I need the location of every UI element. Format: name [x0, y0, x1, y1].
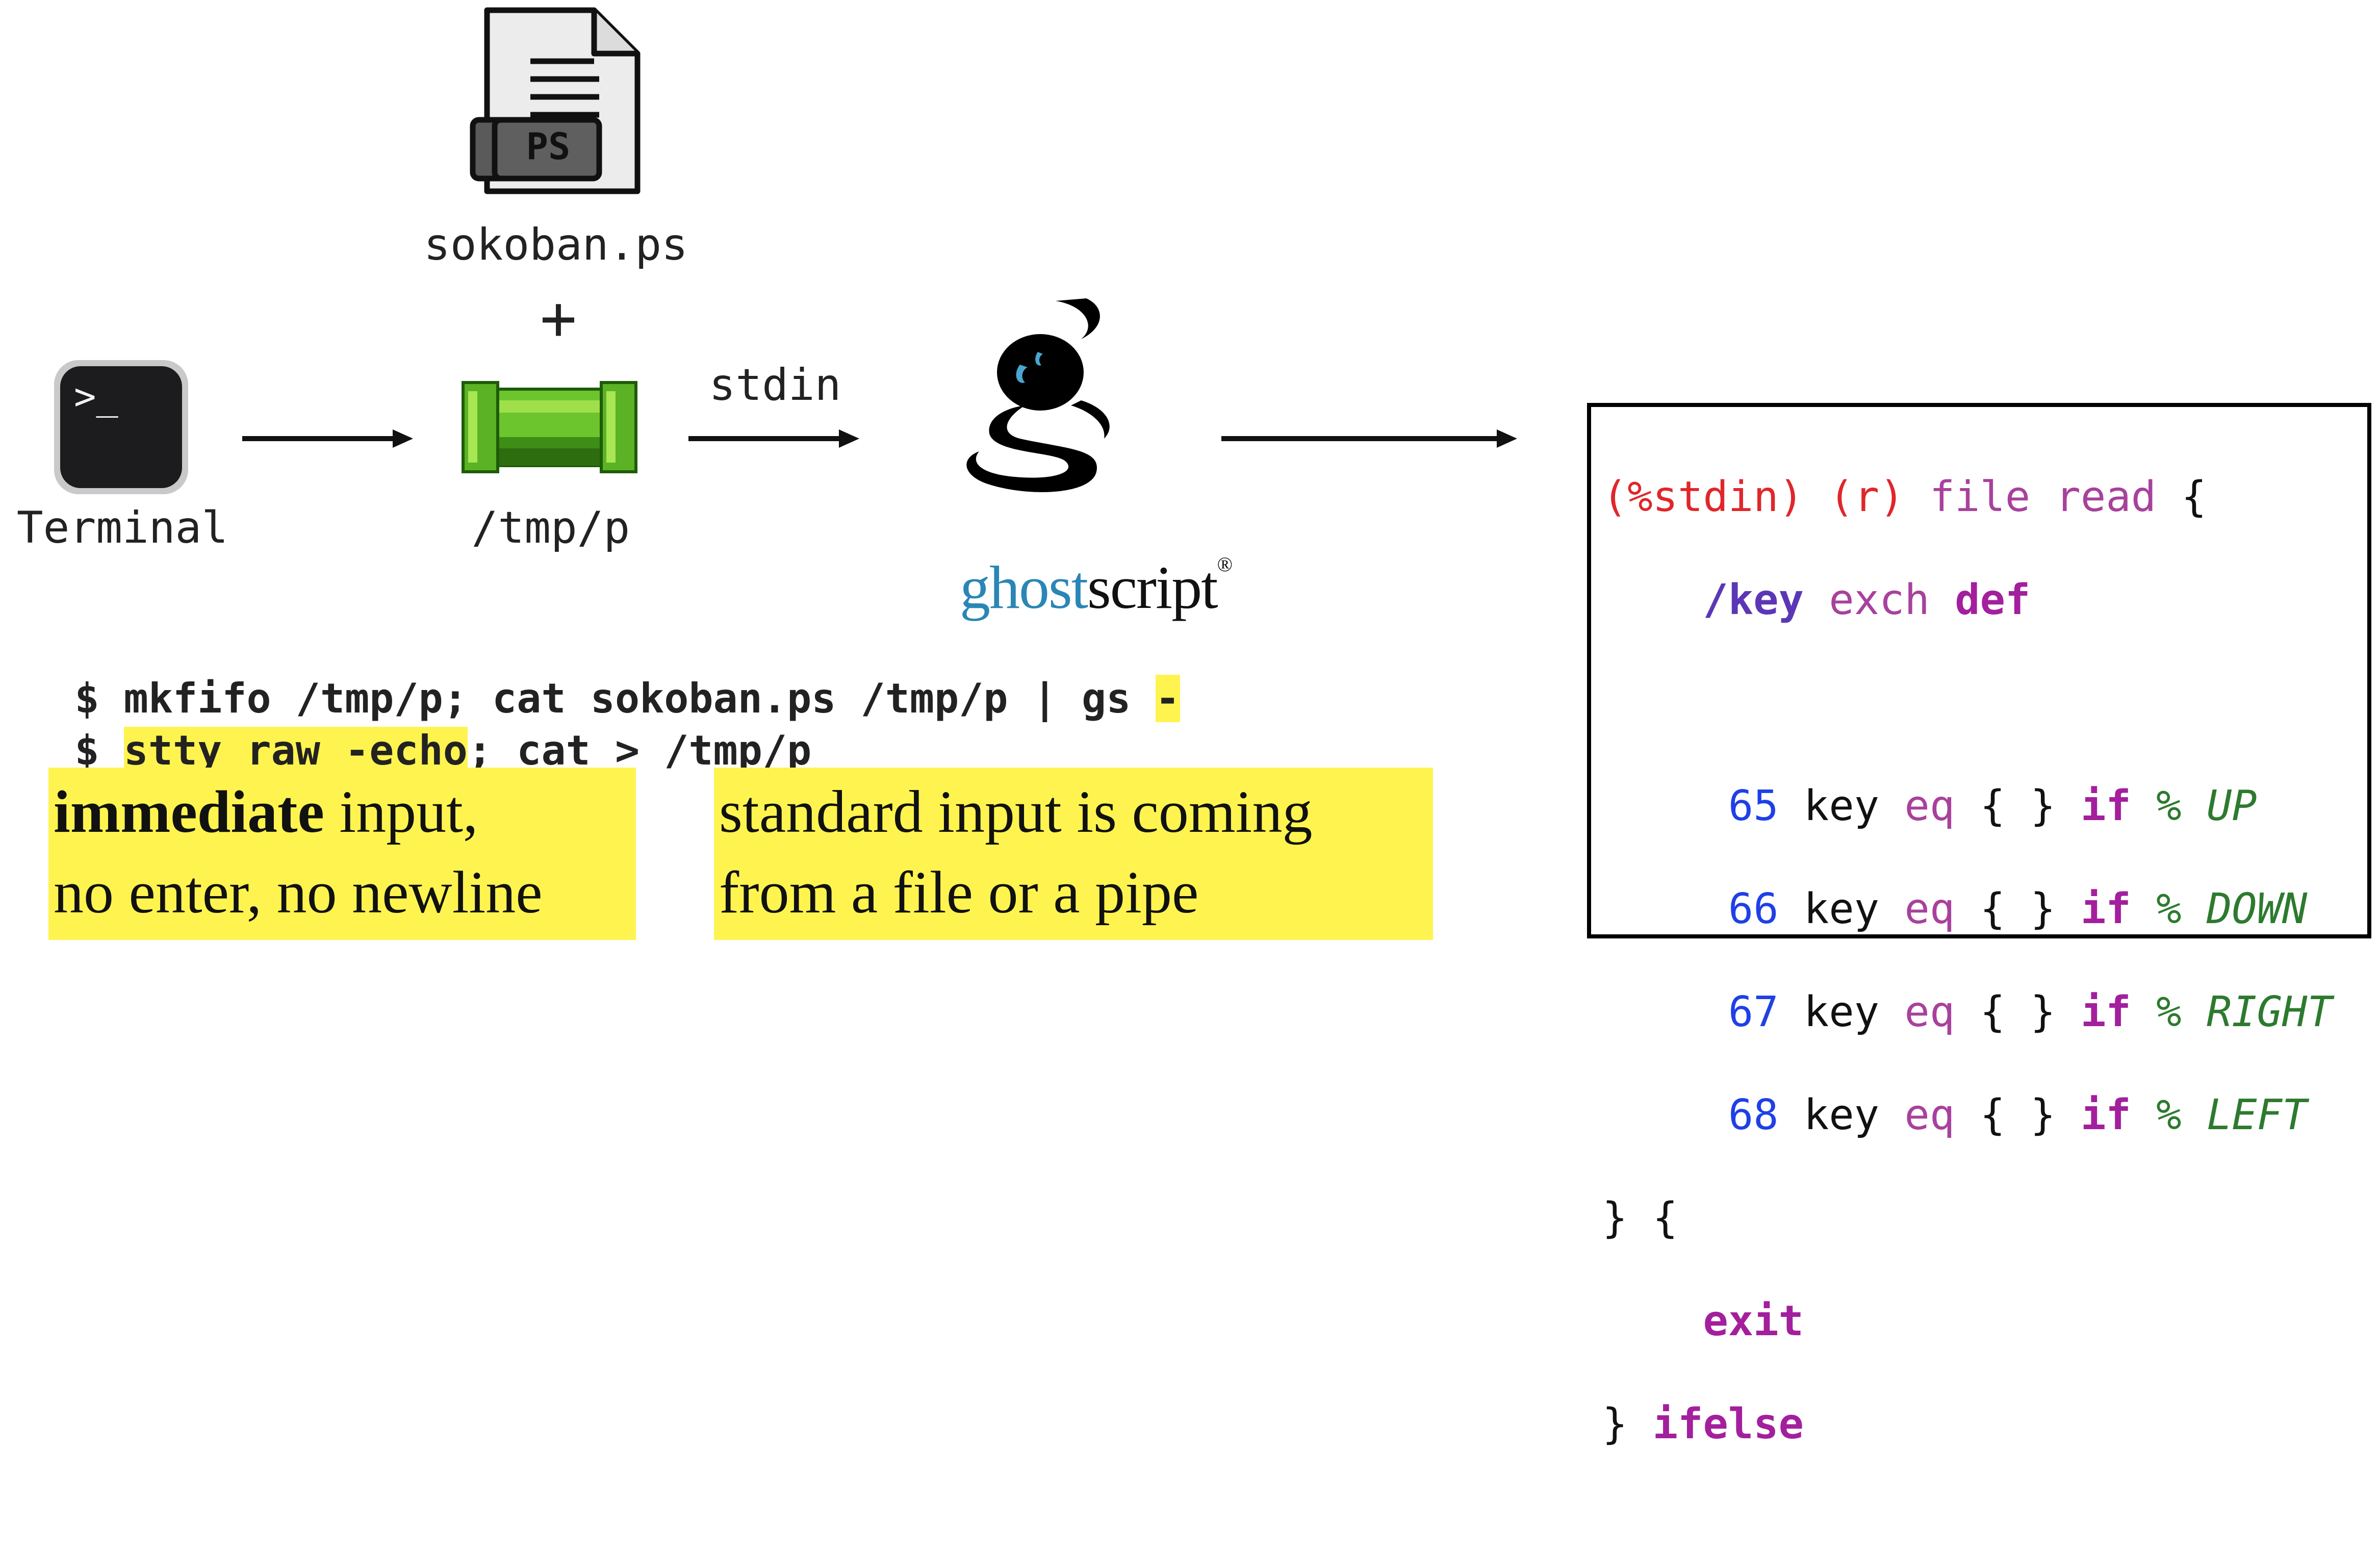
arrow-fifo-to-ghostscript — [688, 429, 859, 448]
code-key-ref: key — [1803, 988, 1880, 1036]
fifo-label: /tmp/p — [471, 502, 630, 553]
code-braces: { } — [1980, 885, 2056, 933]
code-braces: { } — [1980, 988, 2056, 1036]
arrow-terminal-to-fifo — [242, 429, 413, 448]
code-open-brace: { — [2181, 473, 2207, 521]
code-comment-mark: % — [2156, 988, 2182, 1036]
command-line-1: $ mkfifo /tmp/p; cat sokoban.ps /tmp/p |… — [25, 622, 1180, 724]
note-2-line-1: standard input is coming — [719, 778, 1313, 845]
code-exit: exit — [1703, 1297, 1804, 1345]
note-standard-input: standard input is coming from a file or … — [714, 768, 1433, 940]
code-key-line-left: 68 key eq { } if % LEFT — [1602, 1089, 2333, 1141]
code-if: if — [2081, 988, 2131, 1036]
file-type-badge: PS — [526, 125, 571, 168]
code-mode-string: (r) — [1829, 473, 1905, 521]
code-exch: exch — [1829, 576, 1930, 624]
note-immediate-input: immediate input, no enter, no newline — [48, 768, 636, 940]
code-line-ifelse: } ifelse — [1602, 1398, 2333, 1450]
code-comment-mark: % — [2156, 885, 2182, 933]
code-else-braces: } { — [1602, 1194, 1678, 1242]
command-line-2: $ stty raw -echo; cat > /tmp/p — [25, 674, 811, 776]
code-comment-mark: % — [2156, 1091, 2182, 1139]
code-line-exit: exit — [1602, 1295, 2333, 1347]
code-braces: { } — [1980, 782, 2056, 830]
fifo-pipe-icon — [459, 380, 640, 474]
code-comment-mark: % — [2156, 782, 2182, 830]
code-block: (%stdin) (r) file read { /key exch def 6… — [1602, 420, 2333, 1553]
stdin-dash-highlight: - — [1155, 675, 1180, 722]
note-1-line-1: immediate input, — [54, 772, 631, 852]
code-ifelse: ifelse — [1652, 1400, 1804, 1448]
code-key-name: /key — [1703, 576, 1804, 624]
code-eq: eq — [1904, 988, 1955, 1036]
terminal-label: Terminal — [16, 502, 228, 553]
terminal-icon: >_ — [51, 357, 191, 497]
code-key-ref: key — [1803, 885, 1880, 933]
code-if: if — [2081, 782, 2131, 830]
note-1-line-2: no enter, no newline — [54, 859, 543, 926]
command-line-1-text: $ mkfifo /tmp/p; cat sokoban.ps /tmp/p |… — [74, 675, 1156, 722]
note-1-rest: input, — [324, 778, 478, 845]
code-blank-line — [1602, 677, 2333, 729]
code-keycode: 65 — [1728, 782, 1779, 830]
ghostscript-logo: ghostscript® — [903, 296, 1233, 621]
code-eq: eq — [1904, 885, 1955, 933]
code-comment-right: RIGHT — [2206, 988, 2333, 1036]
note-1-bold: immediate — [54, 778, 324, 845]
postscript-code-box: (%stdin) (r) file read { /key exch def 6… — [1587, 403, 2371, 1448]
code-comment-down: DOWN — [2206, 885, 2308, 933]
ghostscript-word-ghost: ghost — [960, 553, 1088, 621]
registered-mark: ® — [1217, 553, 1233, 576]
code-line-2: /key exch def — [1602, 574, 2333, 626]
code-line-else: } { — [1602, 1192, 2333, 1244]
code-key-line-up: 65 key eq { } if % UP — [1602, 780, 2333, 832]
code-key-line-right: 67 key eq { } if % RIGHT — [1602, 986, 2333, 1038]
code-key-line-down: 66 key eq { } if % DOWN — [1602, 883, 2333, 935]
code-file-read: file read — [1929, 473, 2157, 521]
code-if: if — [2081, 885, 2131, 933]
note-2-line-2: from a file or a pipe — [719, 859, 1199, 926]
code-keycode: 67 — [1728, 988, 1779, 1036]
plus-sign: + — [540, 283, 577, 354]
file-label: sokoban.ps — [424, 219, 688, 270]
terminal-prompt: >_ — [74, 375, 118, 418]
postscript-file-icon: PS — [467, 5, 645, 199]
ghostscript-word-script: script — [1087, 553, 1218, 621]
code-keycode: 66 — [1728, 885, 1779, 933]
code-def: def — [1955, 576, 2031, 624]
code-key-ref: key — [1803, 782, 1880, 830]
stty-highlight: stty raw -echo — [123, 727, 468, 774]
code-close-brace: } — [1602, 1400, 1628, 1448]
command-line-2-prompt: $ — [74, 727, 124, 774]
code-braces: { } — [1980, 1091, 2056, 1139]
code-comment-up: UP — [2206, 782, 2257, 830]
arrow-ghostscript-to-code — [1221, 429, 1517, 448]
code-key-ref: key — [1803, 1091, 1880, 1139]
code-comment-left: LEFT — [2206, 1091, 2308, 1139]
code-eq: eq — [1904, 1091, 1955, 1139]
stdin-label: stdin — [709, 360, 841, 411]
command-line-2-suffix: ; cat > /tmp/p — [467, 727, 812, 774]
code-keycode: 68 — [1728, 1091, 1779, 1139]
code-line-1: (%stdin) (r) file read { — [1602, 471, 2333, 523]
ghostscript-wordmark: ghostscript® — [903, 482, 1233, 693]
code-stdin-string: (%stdin) — [1602, 473, 1804, 521]
code-eq: eq — [1904, 782, 1955, 830]
code-if: if — [2081, 1091, 2131, 1139]
